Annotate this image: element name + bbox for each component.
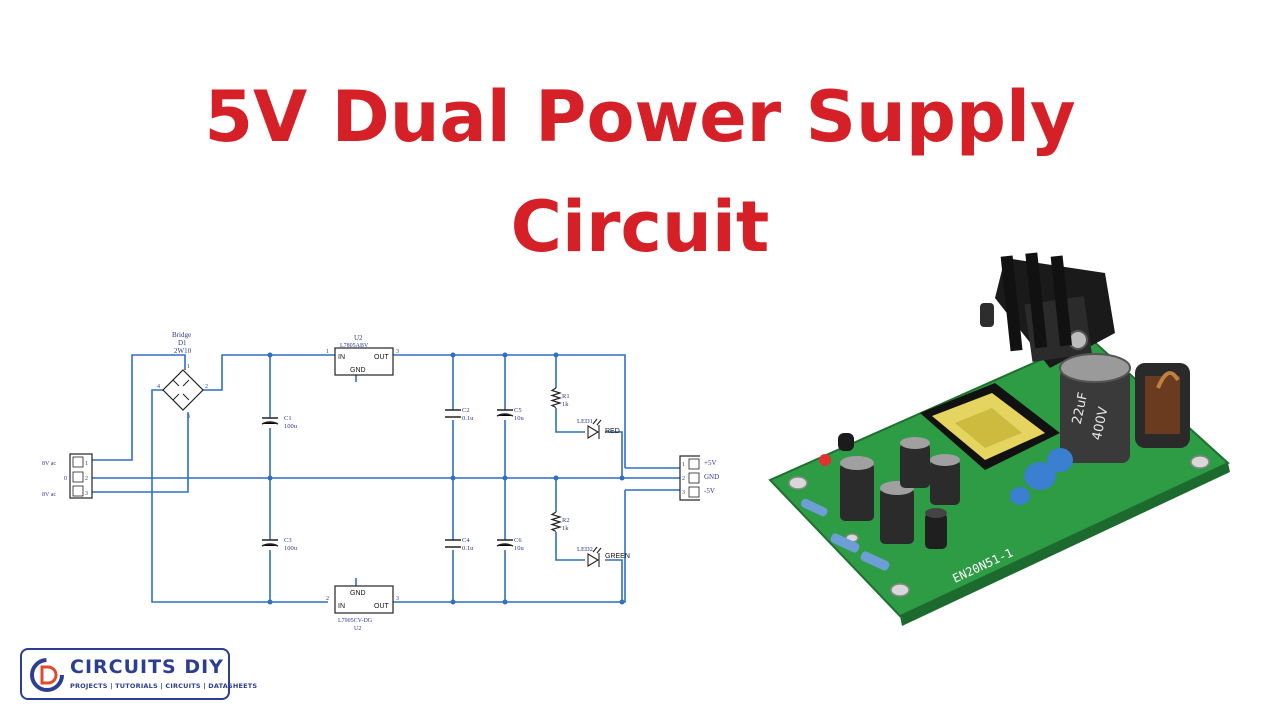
output-label-minus5v: -5V <box>704 487 715 495</box>
bulk-cap-marking-1: 22uF <box>1070 391 1091 426</box>
capacitor-symbols <box>261 409 514 548</box>
output-connector-labels: +5V GND -5V <box>704 456 719 498</box>
input-connector: 8V ac 0 8V ac 1 2 3 <box>42 453 93 499</box>
brand-tagline: PROJECTS | TUTORIALS | CIRCUITS | DATASH… <box>70 682 258 690</box>
power-supply-board-illustration: EN20N51-1 22uF 400V <box>768 252 1230 626</box>
pcb-edge <box>900 463 1230 626</box>
input-pin-1: 1 <box>85 461 88 467</box>
led2-ref: LED2 <box>577 546 593 553</box>
c5-value: 10u <box>514 415 525 422</box>
regulator-7905: GND IN OUT L7905CV-DG U2 2 3 <box>326 585 399 632</box>
c4-value: 0.1u <box>462 545 474 552</box>
bulk-cap-marking-2: 400V <box>1090 405 1112 441</box>
u-top-out: OUT <box>374 354 390 361</box>
input-pin-3: 3 <box>85 491 88 497</box>
input-label-1: 8V ac <box>42 461 56 467</box>
r1-value: 1k <box>562 401 569 408</box>
c1-ref: C1 <box>284 415 292 422</box>
small-electrolytic <box>980 303 994 327</box>
u-bottom-part: L7905CV-DG <box>338 618 373 624</box>
page-title-line-2: Circuit <box>510 186 770 268</box>
input-label-3: 8V ac <box>42 492 56 498</box>
transformer <box>920 383 1060 470</box>
bridge-pin-2: 2 <box>205 384 208 390</box>
junction-dots <box>267 352 625 605</box>
inductor <box>1135 363 1190 448</box>
u-top-gnd: GND <box>350 367 366 374</box>
u-top-pin-out: 3 <box>396 349 399 355</box>
u-bottom-out: OUT <box>374 603 390 610</box>
u-bottom-pin-out: 3 <box>396 596 399 602</box>
c2-ref: C2 <box>462 407 470 414</box>
red-led <box>819 454 831 466</box>
u-bottom-ref: U2 <box>354 626 361 632</box>
led2-color: GREEN <box>605 553 630 560</box>
input-pin-2: 2 <box>85 476 88 482</box>
u-bottom-in: IN <box>338 603 345 610</box>
circuit-schematic: 8V ac 0 8V ac 1 2 3 Bridge D1 2W10 1 2 3… <box>42 331 700 632</box>
page-title-line-1: 5V Dual Power Supply <box>204 76 1076 158</box>
c4-ref: C4 <box>462 537 470 544</box>
resistor-symbols <box>549 387 563 533</box>
schematic-wires <box>92 354 695 603</box>
bridge-pin-1: 1 <box>187 364 190 370</box>
u-top-ref: U2 <box>354 334 363 342</box>
input-label-2: 0 <box>64 476 67 482</box>
r1-ref: R1 <box>562 393 570 400</box>
c6-value: 10u <box>514 545 525 552</box>
bridge-rectifier: Bridge D1 2W10 1 2 3 4 <box>157 331 208 420</box>
output-label-plus5v: +5V <box>704 459 717 467</box>
circuit-logo-icon <box>30 658 64 692</box>
capacitor-labels: C1 100u C2 0.1u C5 10u C3 100u C4 0.1u C… <box>284 407 525 552</box>
u-bottom-pin-in: 2 <box>326 596 329 602</box>
transistor <box>838 433 854 451</box>
bridge-label: Bridge <box>172 331 191 339</box>
output-pin-2: 2 <box>682 476 685 482</box>
output-pin-3: 3 <box>682 490 685 496</box>
c1-value: 100u <box>284 423 298 430</box>
u-top-pin-in: 1 <box>326 349 329 355</box>
small-capacitors <box>840 437 960 549</box>
resistors <box>800 498 890 571</box>
brand-name: CIRCUITS DIY <box>70 656 224 678</box>
led1-color: RED <box>605 428 620 435</box>
c3-ref: C3 <box>284 537 292 544</box>
c6-ref: C6 <box>514 537 522 544</box>
u-top-part: L7805ABV <box>340 343 369 349</box>
c2-value: 0.1u <box>462 415 474 422</box>
output-label-gnd: GND <box>704 473 720 481</box>
pcb-holes <box>788 455 1210 597</box>
u-top-in: IN <box>338 354 345 361</box>
r2-ref: R2 <box>562 517 570 524</box>
c3-value: 100u <box>284 545 298 552</box>
y-capacitors <box>1010 448 1073 505</box>
bridge-ref: D1 <box>178 339 187 347</box>
output-connector: 1 2 3 <box>679 455 700 501</box>
c5-ref: C5 <box>514 407 522 414</box>
bulk-capacitor: 22uF 400V <box>1059 353 1131 463</box>
brand-logo[interactable]: CIRCUITS DIY PROJECTS | TUTORIALS | CIRC… <box>20 648 257 700</box>
r2-value: 1k <box>562 525 569 532</box>
heatsink <box>995 252 1115 368</box>
output-pin-1: 1 <box>682 462 685 468</box>
u-bottom-gnd: GND <box>350 590 366 597</box>
bridge-pin-3: 3 <box>187 414 190 420</box>
led-symbols <box>587 418 602 567</box>
bridge-pin-4: 4 <box>157 384 160 390</box>
regulator-7805: U2 L7805ABV IN OUT GND 1 3 <box>326 334 399 376</box>
bridge-part: 2W10 <box>174 347 192 355</box>
led1-ref: LED1 <box>577 418 593 425</box>
